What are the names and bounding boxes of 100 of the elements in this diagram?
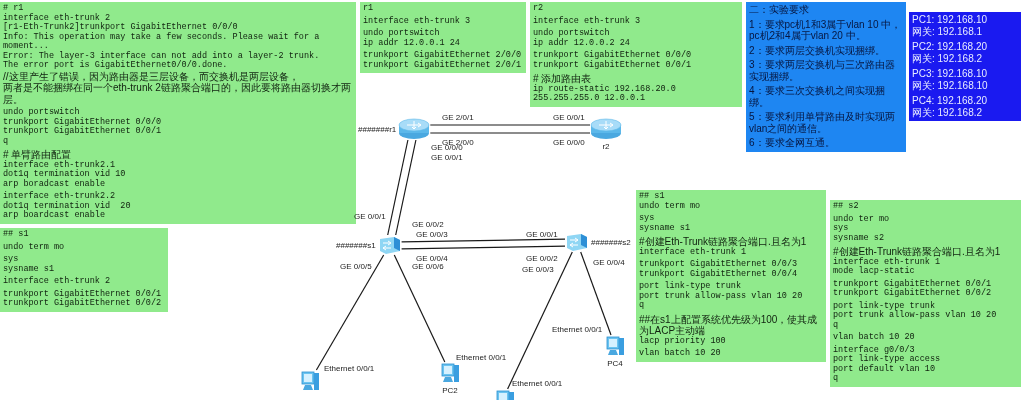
config-line: dot1q termination vid 10: [3, 170, 126, 179]
device-label: #######r1: [358, 124, 397, 134]
config-line: trunkport GigabitEthernet 2/0/1: [363, 60, 522, 70]
port-label: GE 0/0/1: [553, 113, 585, 122]
device-label: r2: [602, 142, 610, 151]
config-line: interface eth-trunk 2: [3, 277, 111, 287]
config-line: [r1-Eth-Trunk2]trunkport GigabitEthernet 0/0/0: [3, 23, 238, 32]
config-line: # 单臂路由配置: [3, 149, 72, 161]
config-line: sys: [833, 224, 849, 234]
port-label: GE 0/0/1: [526, 230, 558, 239]
config-line: undo portswitch: [3, 108, 80, 117]
config-note: [0, 2, 356, 224]
config-note: [360, 2, 526, 73]
note-text: 4：要求三次交换机之间实现捆绑。: [749, 85, 886, 108]
config-line: trunkport GigabitEthernet 0/0/0: [3, 117, 162, 127]
config-line: arp boradcast enable: [3, 179, 106, 189]
note-text: 2：要求两层交换机实现捆绑。: [749, 44, 885, 56]
port-label: Ethernet 0/0/1: [324, 364, 375, 373]
port-label: GE 0/0/3: [522, 265, 554, 274]
config-line: sys: [639, 214, 655, 224]
config-line: undo term mo: [3, 242, 65, 252]
config-line: sysname s2: [833, 233, 884, 243]
config-note: [830, 200, 1021, 387]
note-text: 网关: 192.168.1: [912, 25, 983, 37]
port-label: GE 0/0/1: [431, 153, 463, 162]
config-line: ip addr 12.0.0.2 24: [533, 38, 630, 48]
port-label: GE 0/0/2: [526, 254, 558, 263]
device-label: #######s2: [591, 237, 631, 247]
note-text: 6：要求全网互通。: [749, 137, 835, 149]
config-line: #创建Eth-Trunk链路聚合端口.且名为1: [639, 236, 807, 248]
config-line: interface eth-trunk2.1: [3, 160, 116, 170]
config-line: trunkport GigabitEthernet 2/0/0: [363, 51, 522, 60]
config-line: trunkport GigabitEthernet 0/0/1: [833, 279, 992, 289]
port-label: Ethernet 0/0/1: [512, 379, 563, 388]
config-note: [0, 228, 168, 312]
config-line: port trunk allow-pass vlan 10 20: [639, 291, 803, 301]
config-line: sysname s1: [639, 223, 690, 233]
config-line: ## s2: [833, 202, 859, 212]
config-line: # 添加路由表: [533, 73, 592, 84]
config-line: interface eth-trunk 1: [833, 257, 941, 267]
config-line: vlan batch 10 20: [639, 349, 721, 359]
port-label: GE 2/0/1: [442, 113, 474, 122]
port-label: GE 0/0/1: [354, 212, 386, 221]
config-line: The error port is GigabitEthernet0/0/0.done.: [3, 61, 228, 71]
network-link: [393, 254, 446, 363]
port-label: GE 0/0/3: [416, 230, 448, 239]
config-line: port link-type access: [833, 355, 941, 364]
note-text: 网关: 192.168.2: [912, 52, 983, 64]
note-text: PC1: 192.168.10: [912, 14, 988, 26]
config-line: ip route-static 192.168.20.0 255.255.255.0 12.0.0.1: [533, 84, 677, 104]
network-link: [580, 251, 612, 336]
config-line: undo portswitch: [533, 29, 610, 38]
network-link: [401, 238, 566, 243]
config-line: ip addr 12.0.0.1 24: [363, 38, 460, 48]
config-line: trunkport GigabitEthernet 0/0/3: [639, 260, 798, 269]
config-line: sys: [3, 255, 19, 265]
config-line: trunkport GigabitEthernet 0/0/1: [3, 127, 162, 137]
network-link: [315, 254, 385, 371]
config-line: interface eth-trunk2.2: [3, 192, 116, 201]
config-line: ##在s1上配置系统优先级为100，使其成为LACP主动端: [639, 313, 819, 337]
network-link: [507, 251, 573, 390]
config-line: undo portswitch: [363, 29, 440, 38]
config-note: [530, 2, 742, 107]
config-line: vlan batch 10 20: [833, 333, 915, 343]
note-text: 3：要求两层交换机与三次路由器实现捆绑。: [749, 59, 896, 82]
network-link: [401, 245, 566, 250]
note-text: 网关: 192.168.10: [912, 79, 988, 91]
network-link: [429, 124, 591, 126]
port-label: GE 0/0/5: [340, 262, 372, 271]
note-text: PC3: 192.168.10: [912, 68, 988, 80]
config-line: ## s1: [639, 192, 665, 201]
config-line: interface eth-trunk 3: [363, 16, 471, 26]
config-line: trunkport GigabitEthernet 0/0/4: [639, 269, 798, 279]
config-line: # r1: [3, 4, 24, 13]
config-line: ## s1: [3, 230, 29, 240]
config-line: q: [833, 320, 839, 330]
config-line: Error: The layer-3 interface can not add into a layer-2 trunk.: [3, 51, 320, 61]
config-line: r2: [533, 4, 544, 14]
note-text: 5：要求利用单臂路由及时实现两vlan之间的通信。: [749, 111, 896, 134]
config-line: trunkport GigabitEthernet 0/0/2: [833, 289, 992, 299]
config-line: undo ter mo: [833, 214, 890, 224]
network-link: [395, 139, 417, 236]
config-line: interface g0/0/3: [833, 345, 915, 355]
network-link: [387, 139, 409, 236]
config-line: sysname s1: [3, 264, 54, 274]
port-label: GE 0/0/6: [412, 262, 444, 271]
port-label: GE 0/0/4: [416, 254, 448, 263]
config-line: lacp priority 100: [639, 336, 726, 346]
note-text: PC2: 192.168.20: [912, 41, 988, 53]
config-line: arp boardcast enable: [3, 211, 106, 221]
port-label: GE 0/0/2: [412, 220, 444, 229]
config-line: //这里产生了错误，因为路由器是三层设备，而交换机是两层设备，: [3, 70, 299, 82]
config-line: interface eth-trunk 3: [533, 16, 641, 26]
note-text: PC4: 192.168.20: [912, 95, 988, 107]
port-label: Ethernet 0/0/1: [552, 325, 603, 334]
device-label: PC4: [607, 359, 623, 368]
config-line: q: [833, 374, 839, 384]
config-line: interface eth-trunk 2: [3, 13, 111, 23]
config-note: [636, 190, 826, 362]
config-line: 两者是不能捆绑在同一个eth-trunk 2链路聚合端口的，因此要将路由器切换才两层。: [3, 82, 352, 105]
